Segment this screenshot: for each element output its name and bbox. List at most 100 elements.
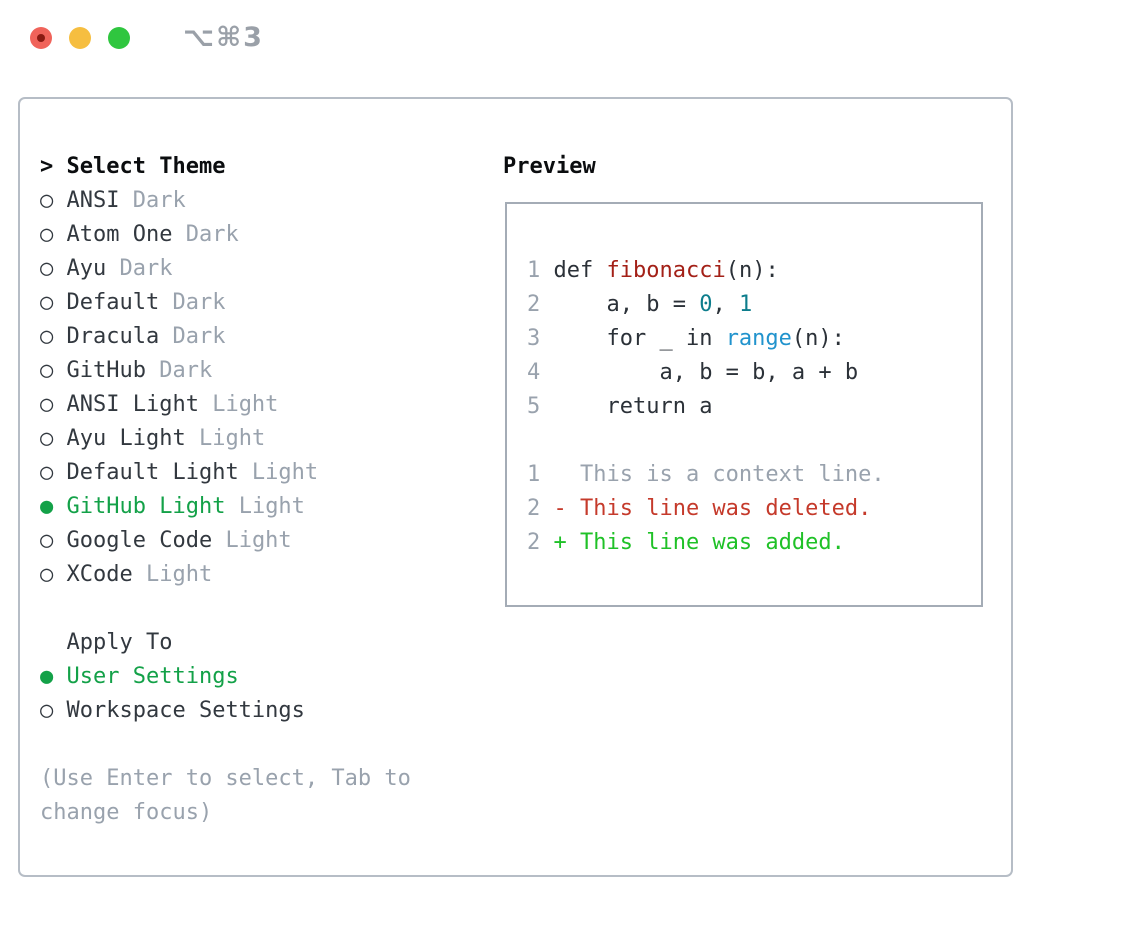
line-number: 2 <box>527 292 541 317</box>
radio-unselected-icon: ○ <box>40 698 67 723</box>
code-line: 3 for _ in range(n): <box>527 322 981 356</box>
apply-to-header: Apply To <box>40 630 173 655</box>
theme-selector-panel: > Select Theme ○ ANSI Dark○ Atom One Dar… <box>18 97 1013 877</box>
code-line <box>527 424 981 458</box>
radio-unselected-icon: ○ <box>40 392 67 417</box>
code-token-t: for _ in <box>540 326 726 351</box>
select-theme-header: > Select Theme <box>40 150 411 184</box>
title-bar: ⌥⌘3 <box>0 0 1140 75</box>
line-number: 2 <box>527 530 541 555</box>
code-token-t: return a <box>540 394 713 419</box>
code-token-fn: fibonacci <box>606 258 726 283</box>
radio-unselected-icon: ○ <box>40 460 67 485</box>
hint-text-line-2: change focus) <box>40 800 213 825</box>
hint-text-line-1: (Use Enter to select, Tab to <box>40 766 411 791</box>
theme-list: ○ ANSI Dark○ Atom One Dark○ Ayu Dark○ De… <box>40 184 411 592</box>
code-token-add: + This line was added. <box>540 530 845 555</box>
radio-selected-icon: ● <box>40 664 67 689</box>
code-token-t: a, b = b, a + b <box>540 360 859 385</box>
theme-option-github[interactable]: ○ GitHub Dark <box>40 354 411 388</box>
theme-variant: Light <box>225 494 305 519</box>
code-line: 2 + This line was added. <box>527 526 981 560</box>
radio-unselected-icon: ○ <box>40 324 67 349</box>
radio-unselected-icon: ○ <box>40 426 67 451</box>
theme-name: XCode <box>66 562 133 587</box>
theme-variant: Light <box>212 528 292 553</box>
theme-name: Default <box>66 290 160 315</box>
theme-name: GitHub Light <box>66 494 226 519</box>
theme-option-ansi-light[interactable]: ○ ANSI Light Light <box>40 388 411 422</box>
code-token-num: 0 <box>699 292 713 317</box>
radio-unselected-icon: ○ <box>40 290 67 315</box>
apply-option-workspace-settings[interactable]: ○ Workspace Settings <box>40 694 411 728</box>
code-token-t: def <box>540 258 607 283</box>
code-token-t: (n): <box>725 258 779 283</box>
theme-option-github-light[interactable]: ● GitHub Light Light <box>40 490 411 524</box>
code-line: 1 This is a context line. <box>527 458 981 492</box>
theme-option-google-code[interactable]: ○ Google Code Light <box>40 524 411 558</box>
theme-name: GitHub <box>66 358 146 383</box>
spacer-row <box>40 592 411 626</box>
line-number: 5 <box>527 394 541 419</box>
theme-variant: Light <box>185 426 266 451</box>
theme-variant: Light <box>198 392 279 417</box>
apply-option-user-settings[interactable]: ● User Settings <box>40 660 411 694</box>
theme-name: ANSI <box>66 188 120 213</box>
select-theme-header-label: Select Theme <box>66 154 226 179</box>
theme-name: Google Code <box>66 528 213 553</box>
line-number: 1 <box>527 462 541 487</box>
minimize-button-icon[interactable] <box>69 26 91 49</box>
theme-option-ayu-light[interactable]: ○ Ayu Light Light <box>40 422 411 456</box>
theme-option-dracula[interactable]: ○ Dracula Dark <box>40 320 411 354</box>
theme-variant: Dark <box>119 188 186 213</box>
radio-unselected-icon: ○ <box>40 222 67 247</box>
window-title: ⌥⌘3 <box>183 22 264 53</box>
theme-variant: Dark <box>159 290 226 315</box>
radio-selected-icon: ● <box>40 494 67 519</box>
line-number: 3 <box>527 326 541 351</box>
theme-variant: Light <box>132 562 213 587</box>
code-line: 2 a, b = 0, 1 <box>527 288 981 322</box>
code-line: 5 return a <box>527 390 981 424</box>
radio-unselected-icon: ○ <box>40 188 67 213</box>
spacer-row <box>40 728 411 762</box>
apply-to-list: ● User Settings○ Workspace Settings <box>40 660 411 728</box>
theme-name: Default Light <box>66 460 239 485</box>
code-line: 4 a, b = b, a + b <box>527 356 981 390</box>
code-token-num: 1 <box>738 292 753 317</box>
theme-option-default[interactable]: ○ Default Dark <box>40 286 411 320</box>
radio-unselected-icon: ○ <box>40 256 67 281</box>
apply-option-label: User Settings <box>66 664 239 689</box>
theme-option-ayu[interactable]: ○ Ayu Dark <box>40 252 411 286</box>
line-number: 4 <box>527 360 541 385</box>
radio-unselected-icon: ○ <box>40 562 67 587</box>
radio-unselected-icon: ○ <box>40 528 67 553</box>
code-token-t: (n): <box>791 326 845 351</box>
theme-option-ansi[interactable]: ○ ANSI Dark <box>40 184 411 218</box>
theme-variant: Light <box>238 460 319 485</box>
theme-name: Ayu Light <box>66 426 186 451</box>
code-line: 1 def fibonacci(n): <box>527 254 981 288</box>
theme-name: ANSI Light <box>66 392 199 417</box>
line-number: 1 <box>527 258 541 283</box>
preview-header: Preview <box>503 154 596 179</box>
theme-variant: Dark <box>106 256 173 281</box>
theme-name: Ayu <box>66 256 107 281</box>
zoom-button-icon[interactable] <box>108 26 130 49</box>
theme-variant: Dark <box>159 324 226 349</box>
theme-selector-column: > Select Theme ○ ANSI Dark○ Atom One Dar… <box>40 150 411 830</box>
theme-option-xcode[interactable]: ○ XCode Light <box>40 558 411 592</box>
radio-unselected-icon: ○ <box>40 358 67 383</box>
code-token-t: a, b = <box>540 292 700 317</box>
close-button-icon[interactable] <box>30 26 52 49</box>
theme-option-default-light[interactable]: ○ Default Light Light <box>40 456 411 490</box>
theme-option-atom-one[interactable]: ○ Atom One Dark <box>40 218 411 252</box>
theme-name: Dracula <box>66 324 160 349</box>
code-token-t: , <box>712 292 739 317</box>
code-line: 2 - This line was deleted. <box>527 492 981 526</box>
theme-variant: Dark <box>145 358 213 383</box>
code-token-ctx: This is a context line. <box>540 462 885 487</box>
